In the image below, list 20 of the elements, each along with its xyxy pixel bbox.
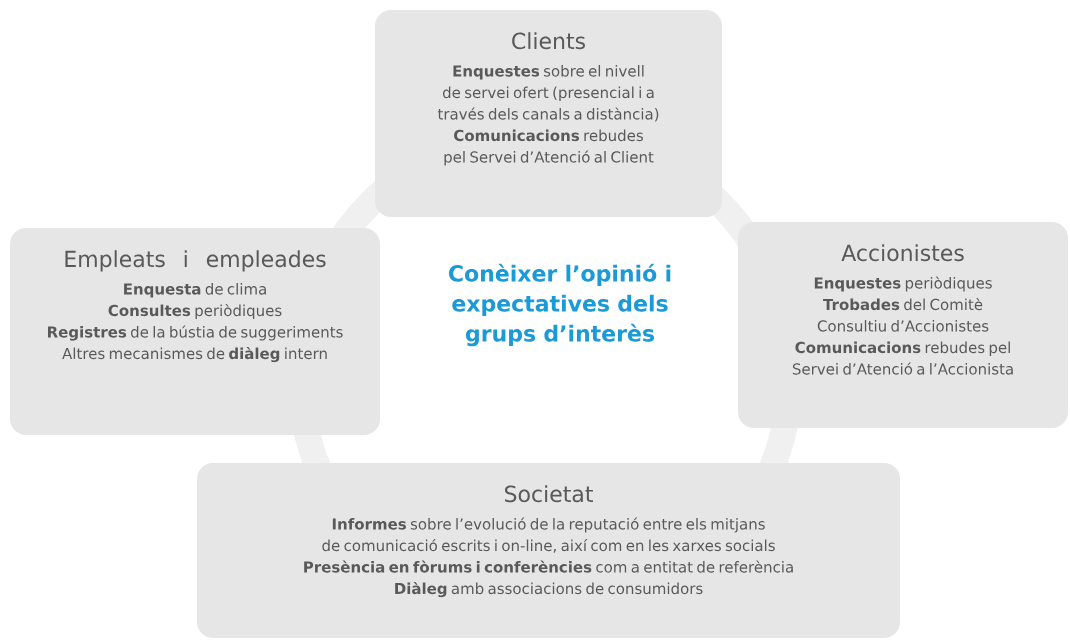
node-label: Enquesta de clima xyxy=(124,283,266,298)
node-label: Diàleg amb associacions de consumidors xyxy=(395,581,703,598)
stakeholder-box xyxy=(197,463,900,638)
center-title: Conèixer l’opinió i expectatives dels grups d’interès xyxy=(449,263,671,347)
box-text: Clients Enquestes sobre el nivell de servei ofert (presencial i a través dels canals a distància) Comunicacions rebudes pel Servei d’Atenció al Client xyxy=(437,32,659,166)
box-text: Accionistes Enquestes periòdiques Trobades del Comitè Consultiu d’Accionistes Comunicacions rebudes pel Servei d’Atenció a l’Accionista xyxy=(792,244,1013,375)
node-label: Presència en fòrums i conferències com a entitat de referència xyxy=(304,560,793,573)
node-label: Consultes periòdiques xyxy=(108,303,282,320)
box-text: Societat Informes sobre l’evolució de la reputació entre els mitjans de comunicació escrits i on-line, així com en les xarxes socials Presència en fòrums i conferències com a entitat de referència Diàleg amb associacions de consumidors xyxy=(304,485,793,598)
node-label: Empleats i empleades xyxy=(65,250,326,272)
stakeholder-box xyxy=(10,228,380,435)
node-label: Registres de la bústia de suggeriments xyxy=(47,325,343,341)
node-label: Enquestes periòdiques xyxy=(814,276,992,292)
box-text: Empleats i empleades Enquesta de clima Consultes periòdiques Registres de la bústia de suggeriments Altres mecanismes de diàleg intern xyxy=(48,250,343,363)
node-label: Societat xyxy=(505,485,593,503)
node-label: Accionistes xyxy=(841,244,964,262)
node-label: Comunicacions rebudes pel Servei d’Atenció a l’Accionista xyxy=(792,341,1013,375)
stakeholder-box xyxy=(738,222,1068,428)
stakeholder-box xyxy=(375,10,722,217)
node-label: Altres mecanismes de diàleg intern xyxy=(62,346,327,363)
